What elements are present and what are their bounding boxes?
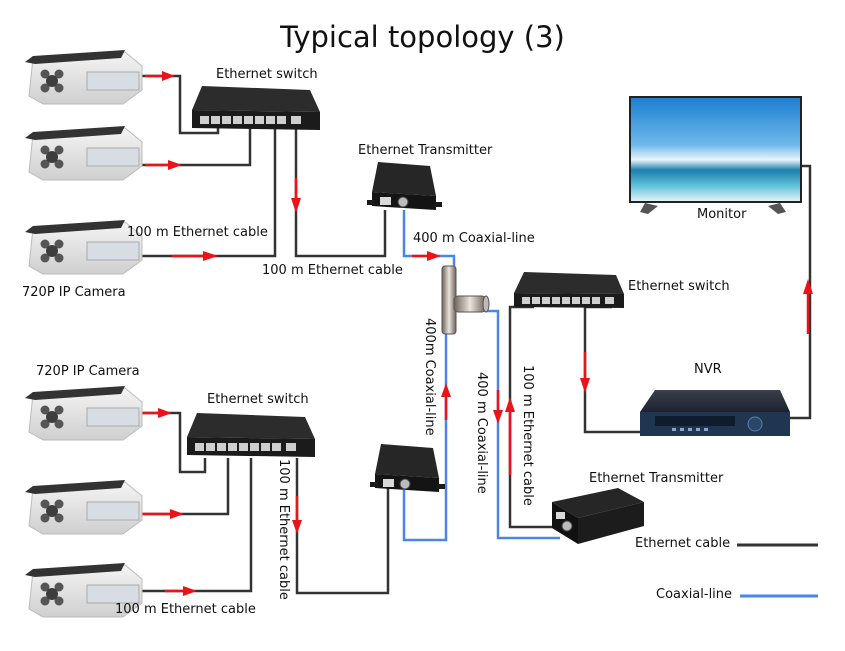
ip-camera-icon: [25, 220, 143, 275]
camera-icons: [25, 50, 143, 618]
arrow-coax-down-right: [493, 390, 503, 424]
switch-icon: [192, 86, 320, 130]
label-coax-vertical-left: 400m Coaxial-line: [422, 318, 437, 436]
arrow-cam3-top: [172, 251, 218, 261]
coax-t-to-tx-bottom: [402, 330, 448, 542]
label-cable-cam3-top: 100 m Ethernet cable: [127, 225, 268, 240]
arrow-coax-top: [412, 251, 441, 261]
legend-coax-label: Coaxial-line: [656, 587, 733, 602]
arrow-nvr-to-monitor: [803, 279, 813, 334]
ip-camera-icon: [25, 563, 143, 618]
coax-t-to-tx-right: [487, 309, 560, 540]
monitor-icon: [629, 96, 802, 214]
label-transmitter-bottom-right: Ethernet Transmitter: [589, 471, 724, 486]
ethernet-transmitter-icon: [552, 488, 644, 544]
wire-cam3-bottom: [118, 458, 253, 593]
label-coax-vertical-right: 400 m Coaxial-line: [474, 372, 489, 494]
arrow-switch-down-bottom: [292, 496, 302, 534]
arrow-cam3-bottom: [165, 586, 197, 596]
wire-cam3-top: [118, 118, 277, 258]
arrow-switch-to-nvr: [580, 352, 590, 393]
arrow-switch-down-top: [291, 178, 301, 213]
ip-camera-icon: [25, 126, 143, 181]
wire-switch-to-tx-bottom: [295, 458, 390, 595]
ip-camera-icon: [25, 386, 143, 441]
label-nvr: NVR: [694, 362, 722, 377]
ethernet-transmitter-icon: [370, 444, 445, 492]
label-monitor: Monitor: [697, 207, 747, 222]
label-switch-bottom-left: Ethernet switch: [207, 392, 309, 407]
bnc-t-connector-icon: [441, 265, 490, 335]
label-switch-top-left: Ethernet switch: [216, 67, 318, 82]
arrow-ethernet-up-right: [505, 397, 515, 475]
arrow-cam2-top: [145, 160, 182, 170]
label-camera-group-bottom: 720P IP Camera: [36, 364, 140, 379]
label-camera-group-top: 720P IP Camera: [22, 285, 126, 300]
switch-icon: [187, 413, 315, 457]
label-switch-right: Ethernet switch: [628, 279, 730, 294]
ip-camera-icon: [25, 50, 143, 105]
switch-icon: [514, 272, 624, 308]
nvr-icon: [640, 390, 790, 436]
label-cable-switch-to-tx-top: 100 m Ethernet cable: [262, 263, 403, 278]
diagram-title: Typical topology (3): [280, 20, 565, 54]
label-cable-cam3-bottom: 100 m Ethernet cable: [115, 602, 256, 617]
arrow-cam2-bottom: [142, 509, 184, 519]
ethernet-transmitter-icon: [367, 162, 442, 210]
wire-switch-to-tx-top: [294, 118, 387, 258]
flow-arrows: [135, 71, 813, 596]
arrow-coax-up-left: [441, 383, 451, 420]
arrow-cam1-top: [145, 71, 175, 81]
label-coax-top: 400 m Coaxial-line: [413, 231, 535, 246]
label-cable-vertical-bottom: 100 m Ethernet cable: [276, 459, 291, 600]
label-cable-vertical-right: 100 m Ethernet cable: [520, 365, 535, 506]
ip-camera-icon: [25, 480, 143, 535]
legend-ethernet-label: Ethernet cable: [635, 536, 731, 551]
label-transmitter-top: Ethernet Transmitter: [358, 143, 493, 158]
